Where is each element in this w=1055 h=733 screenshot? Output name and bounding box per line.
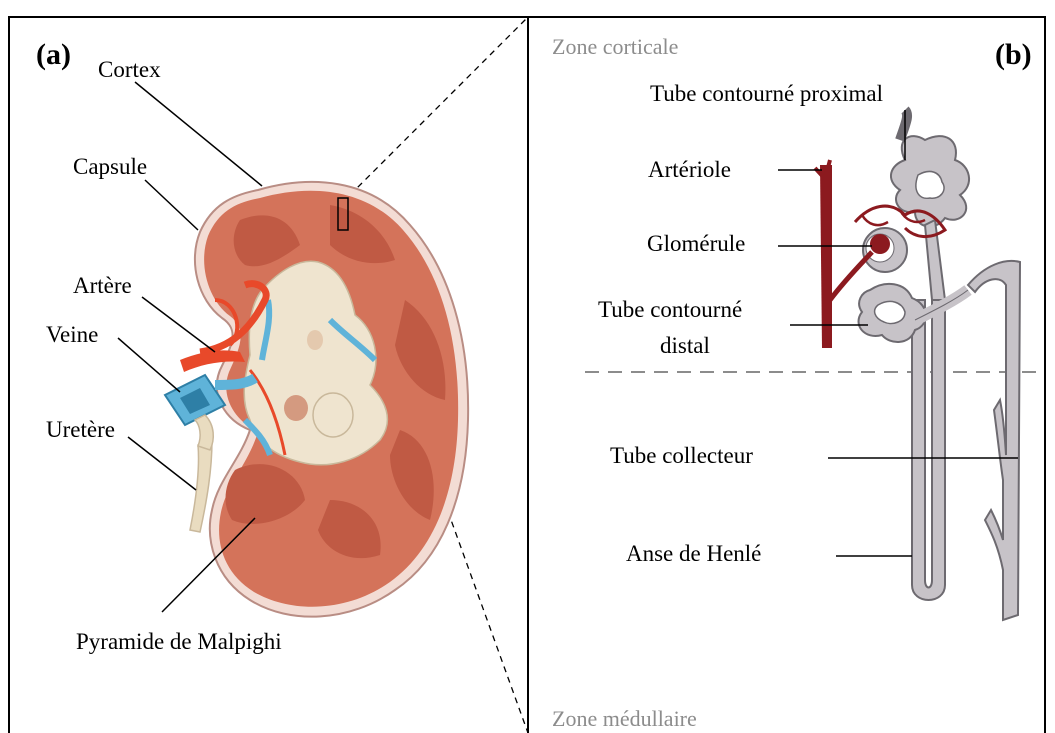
calyx <box>307 330 323 350</box>
proximal-tubule-tail <box>900 110 907 140</box>
zone-corticale-label: Zone corticale <box>552 36 678 58</box>
leader-artere <box>142 297 215 352</box>
ureter-shape <box>195 415 213 450</box>
arteriole <box>820 165 832 348</box>
panel-b-letter: (b) <box>995 40 1032 70</box>
label-uretere: Uretère <box>46 418 115 441</box>
label-glomerule: Glomérule <box>647 232 745 255</box>
label-tube-collecteur: Tube collecteur <box>610 444 753 467</box>
leader-capsule <box>145 180 198 230</box>
ureter-shape <box>190 440 212 532</box>
collecting-duct <box>968 261 1020 620</box>
kidney-illustration <box>165 182 468 617</box>
label-capsule: Capsule <box>73 155 147 178</box>
label-tube-distal-1: Tube contourné <box>598 298 742 321</box>
calyx <box>284 395 308 421</box>
zone-medullaire-label: Zone médullaire <box>552 708 697 730</box>
label-artere: Artère <box>73 274 132 297</box>
distal-tubule-lumen <box>875 301 905 323</box>
label-cortex: Cortex <box>98 58 161 81</box>
leader-uretere <box>128 437 196 490</box>
leader-veine <box>118 338 180 392</box>
proximal-tubule-lumen <box>916 171 944 198</box>
loop-of-henle <box>912 300 945 600</box>
label-tube-proximal: Tube contourné proximal <box>650 82 883 105</box>
label-pyramide: Pyramide de Malpighi <box>76 630 282 653</box>
label-tube-distal-2: distal <box>660 334 710 357</box>
nephron-illustration <box>815 110 1020 620</box>
leader-cortex <box>135 82 262 186</box>
zoom-line-top <box>350 17 528 195</box>
label-veine: Veine <box>46 323 98 346</box>
label-arteriole: Artériole <box>648 158 731 181</box>
glomerulus <box>870 234 890 254</box>
panel-a-letter: (a) <box>36 40 71 70</box>
label-anse-henle: Anse de Henlé <box>626 542 761 565</box>
calyx <box>313 393 353 437</box>
